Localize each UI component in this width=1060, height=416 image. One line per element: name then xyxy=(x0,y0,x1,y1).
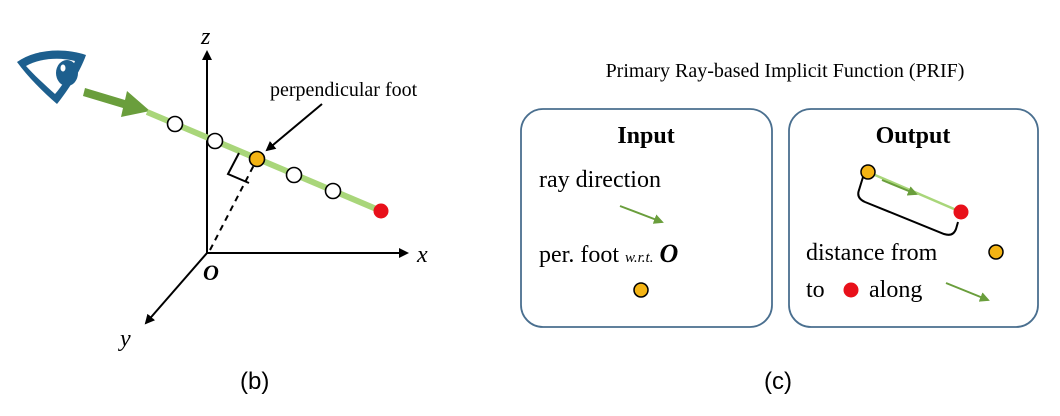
input-foot-dot xyxy=(633,282,649,298)
input-heading: Input xyxy=(617,123,674,149)
output-along-label: along xyxy=(869,277,922,303)
input-ray-direction-label: ray direction xyxy=(539,167,661,193)
y-axis xyxy=(144,252,208,325)
perpendicular-foot-label: perpendicular foot xyxy=(270,79,418,101)
input-foot-label: per. foot w.r.t. O xyxy=(539,239,678,268)
output-heading: Output xyxy=(876,123,951,149)
perpendicular-dashed-line xyxy=(209,162,256,251)
perpendicular-foot-dot xyxy=(248,150,266,168)
output-box xyxy=(788,108,1039,328)
panel-b: z x y O perpendicular foot (b) xyxy=(17,24,428,395)
axis-label-y: y xyxy=(118,326,131,352)
output-to-label: to xyxy=(806,277,825,303)
input-box xyxy=(520,108,773,328)
view-arrow xyxy=(83,88,150,117)
output-direction-arrow xyxy=(881,179,918,196)
axis-label-x: x xyxy=(416,242,428,268)
foot-pointer-arrow xyxy=(265,103,323,152)
output-distance-label: distance from xyxy=(806,240,938,266)
surface-hit-dot xyxy=(373,203,389,219)
input-origin: O xyxy=(659,239,678,268)
sample-point xyxy=(206,132,224,150)
panel-c: Primary Ray-based Implicit Function (PRI… xyxy=(520,60,1039,395)
caption-c: (c) xyxy=(764,368,792,395)
prif-title: Primary Ray-based Implicit Function (PRI… xyxy=(606,60,965,82)
ray-direction-arrow xyxy=(619,205,664,224)
sample-point xyxy=(166,115,184,133)
caption-b: (b) xyxy=(240,368,269,395)
sample-point xyxy=(285,166,303,184)
axis-label-z: z xyxy=(200,24,211,50)
origin-label: O xyxy=(203,260,219,285)
output-end-dot xyxy=(953,204,969,220)
eye-icon xyxy=(17,50,86,104)
output-start-dot xyxy=(860,164,876,180)
output-distance-foot-dot xyxy=(988,244,1004,260)
output-to-red-dot xyxy=(843,282,859,298)
distance-bracket xyxy=(857,176,959,236)
input-foot-prefix: per. foot xyxy=(539,242,625,268)
input-wrt: w.r.t. xyxy=(625,250,653,266)
output-along-arrow xyxy=(945,282,990,302)
right-angle-mark xyxy=(226,152,250,184)
sample-point xyxy=(324,182,342,200)
